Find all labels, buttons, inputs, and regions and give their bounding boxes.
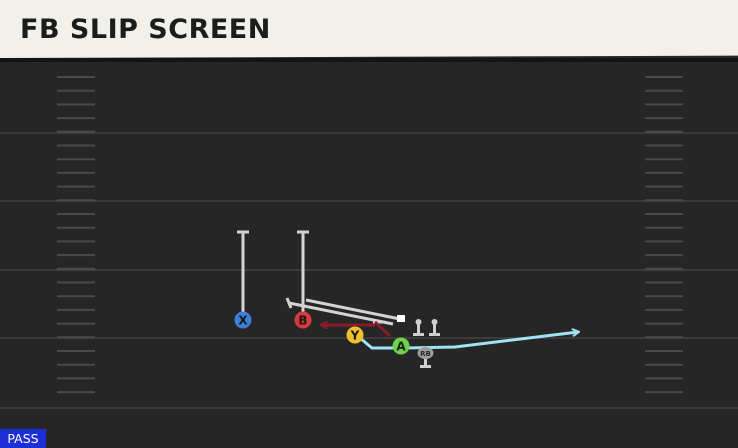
player-y: Y [346, 326, 364, 344]
svg-text:RB: RB [420, 350, 431, 358]
svg-text:B: B [298, 314, 307, 328]
title-shadow [0, 58, 738, 62]
player-rb: RB [417, 347, 434, 368]
title-bar: FB SLIP SCREEN [0, 0, 738, 62]
b-route [297, 230, 309, 313]
svg-text:A: A [396, 340, 406, 354]
hash-marks-left [57, 76, 95, 394]
play-field: X B Y A RB [0, 62, 738, 448]
b-block-route [322, 320, 392, 338]
player-a: A [392, 337, 410, 355]
play-title: FB SLIP SCREEN [20, 14, 271, 45]
yard-lines [0, 132, 738, 409]
x-route [237, 230, 249, 313]
hash-marks-right [645, 76, 683, 394]
play-type-badge: PASS [0, 429, 46, 448]
player-x: X [234, 311, 252, 329]
svg-text:X: X [238, 314, 248, 328]
title-background [0, 0, 738, 58]
offensive-line [413, 319, 440, 336]
svg-text:Y: Y [350, 329, 360, 343]
player-b: B [294, 311, 312, 329]
field-surface [0, 62, 738, 448]
